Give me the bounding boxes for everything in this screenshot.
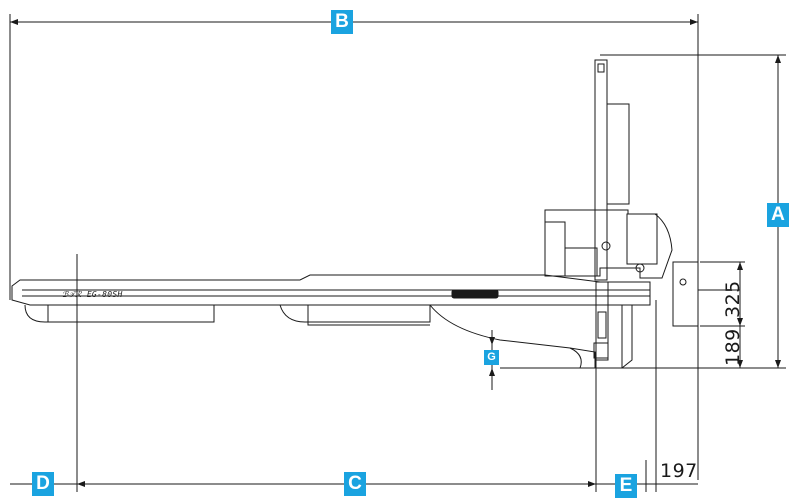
- badge-d: D: [32, 472, 54, 496]
- dim-189-label: 189: [722, 328, 744, 366]
- arrowheads: [10, 19, 781, 487]
- badge-e: E: [615, 474, 637, 498]
- dim-325-label: 325: [722, 280, 744, 318]
- carriage-block: [544, 209, 673, 279]
- controller-box: [672, 261, 699, 327]
- model-label: ℬ𝒯ℛ EG-80SH: [62, 290, 123, 299]
- badge-g: G: [484, 350, 499, 365]
- dim-197-label: 197: [660, 460, 698, 482]
- gripper: [595, 281, 609, 361]
- machine-body: [11, 59, 740, 369]
- lower-carriage: [429, 304, 596, 369]
- badge-c: C: [344, 472, 366, 496]
- badge-a: A: [767, 203, 789, 227]
- vertical-column: [594, 59, 608, 281]
- dimension-lines: [9, 14, 786, 492]
- badge-b: B: [331, 10, 353, 34]
